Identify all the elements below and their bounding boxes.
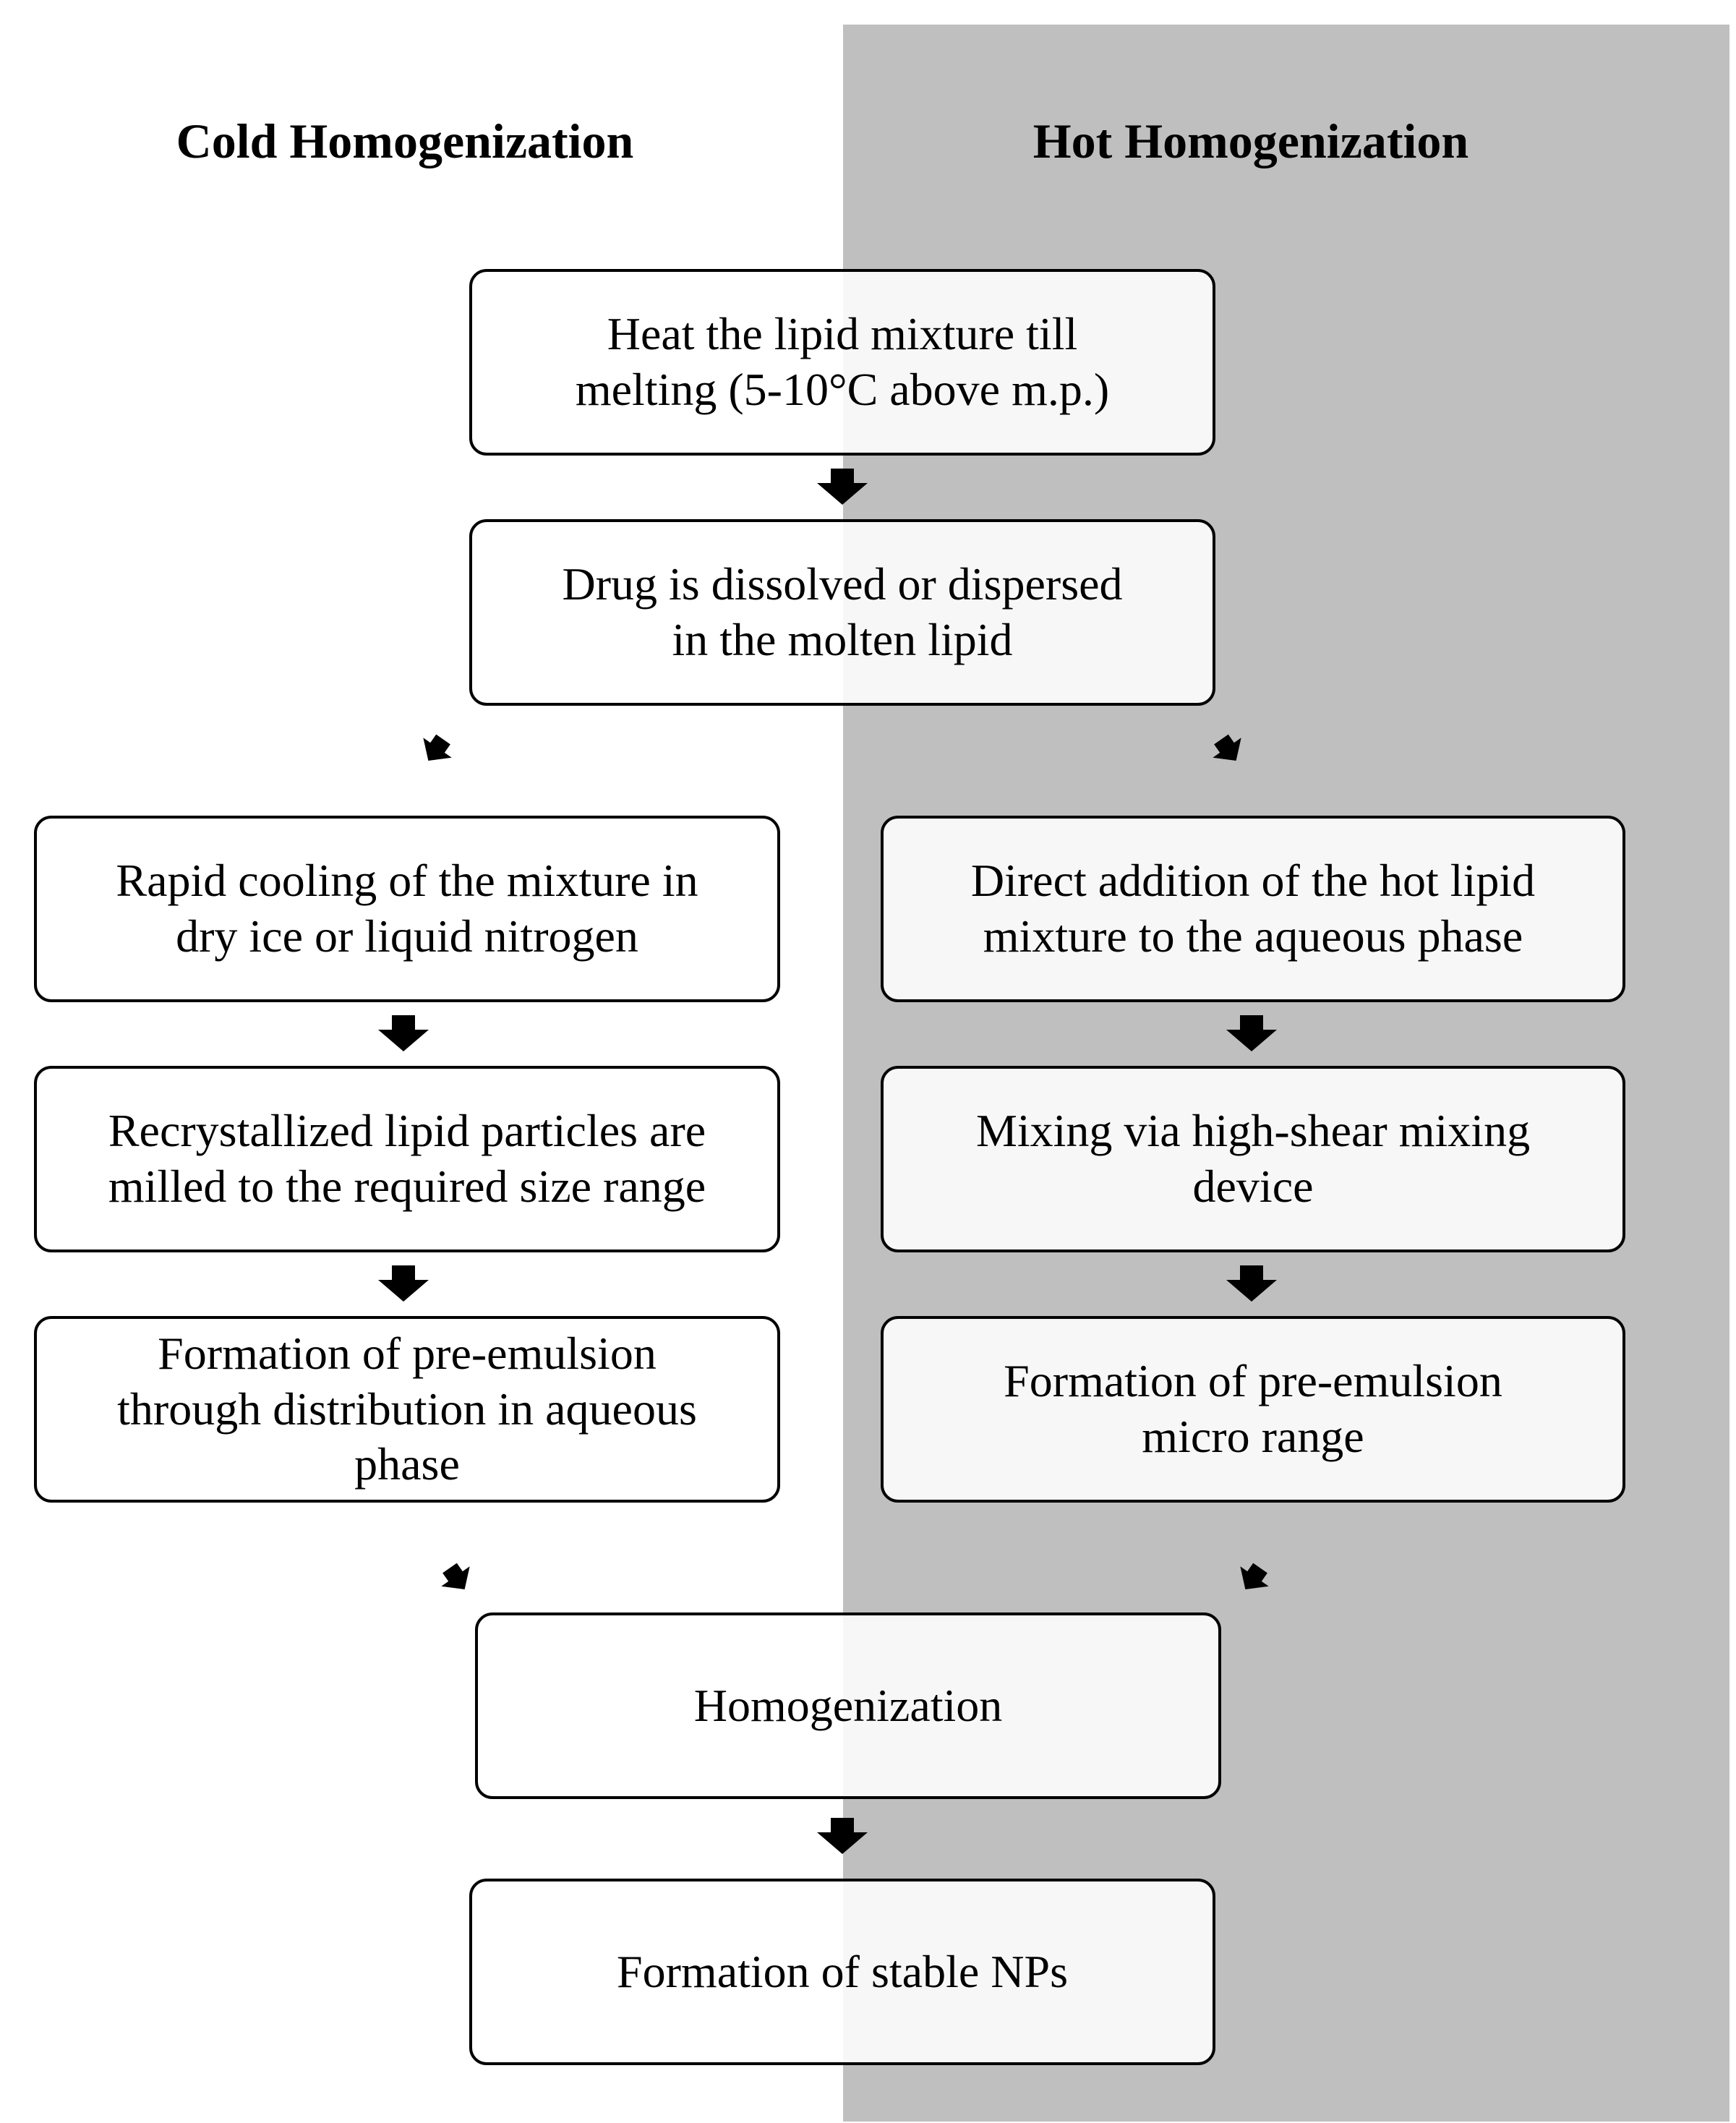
heat-lipid-line-1: Heat the lipid mixture till [607, 308, 1078, 360]
direct-addition-step: Direct addition of the hot lipid mixture… [881, 816, 1625, 1002]
homogenization-label: Homogenization [693, 1679, 1003, 1731]
rapid-cooling-step: Rapid cooling of the mixture in dry ice … [34, 816, 780, 1002]
rapid-cooling-line-1: Rapid cooling of the mixture in [116, 855, 698, 907]
rapid-cooling-line-2: dry ice or liquid nitrogen [176, 910, 638, 962]
cold-pre-emulsion-line-1: Formation of pre-emulsion [158, 1327, 657, 1379]
high-shear-mixing-line-2: device [1192, 1161, 1314, 1212]
hot-homogenization-title: Hot Homogenization [1032, 114, 1469, 168]
direct-addition-line-1: Direct addition of the hot lipid [970, 855, 1536, 907]
arrow-cold-to-homogenization [441, 1563, 470, 1590]
cold-pre-emulsion-line-3: phase [354, 1438, 460, 1490]
recrystallized-line-1: Recrystallized lipid particles are [108, 1105, 706, 1157]
arrow-rapid-to-recrystallized [378, 1015, 429, 1051]
drug-dissolved-step: Drug is dissolved or dispersed in the mo… [469, 519, 1215, 706]
recrystallized-particles-step: Recrystallized lipid particles are mille… [34, 1066, 780, 1252]
stable-nps-step: Formation of stable NPs [469, 1879, 1215, 2065]
recrystallized-line-2: milled to the required size range [108, 1161, 706, 1212]
cold-homogenization-title: Cold Homogenization [176, 114, 634, 168]
stable-nps-label: Formation of stable NPs [617, 1945, 1068, 1997]
heat-lipid-step: Heat the lipid mixture till melting (5-1… [469, 269, 1215, 456]
high-shear-mixing-line-1: Mixing via high-shear mixing [975, 1105, 1531, 1157]
hot-pre-emulsion-line-1: Formation of pre-emulsion [1004, 1355, 1502, 1407]
drug-dissolved-line-1: Drug is dissolved or dispersed [562, 558, 1123, 610]
cold-pre-emulsion-line-2: through distribution in aqueous [117, 1383, 697, 1435]
hot-pre-emulsion-step: Formation of pre-emulsion micro range [881, 1316, 1625, 1503]
hot-pre-emulsion-line-2: micro range [1142, 1411, 1364, 1462]
arrow-drug-to-cold [423, 734, 452, 761]
cold-pre-emulsion-step: Formation of pre-emulsion through distri… [34, 1316, 780, 1503]
heat-lipid-line-2: melting (5-10°C above m.p.) [575, 364, 1110, 415]
direct-addition-line-2: mixture to the aqueous phase [983, 910, 1523, 962]
arrow-recrystallized-to-pre-emulsion [378, 1265, 429, 1302]
high-shear-mixing-step: Mixing via high-shear mixing device [881, 1066, 1625, 1252]
drug-dissolved-line-2: in the molten lipid [672, 614, 1013, 665]
homogenization-step: Homogenization [475, 1612, 1221, 1799]
